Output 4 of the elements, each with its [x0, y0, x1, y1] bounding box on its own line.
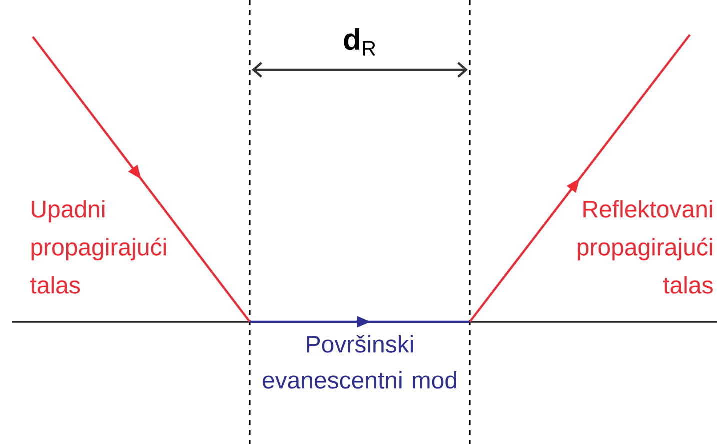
text-label: d$_{R}$ [344, 28, 376, 56]
text-label: Površinski evanescentni mod [262, 335, 456, 389]
text-label: Upadni propagirajući talas [30, 200, 166, 294]
text-label: Reflektovani propagirajući talas [578, 200, 713, 294]
